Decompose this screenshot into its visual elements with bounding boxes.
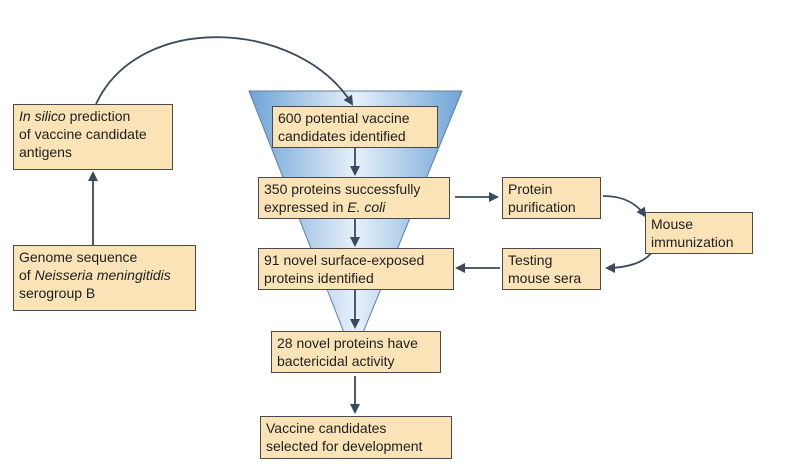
- box-in-silico-prediction: In silico prediction of vaccine candidat…: [13, 104, 173, 170]
- vaccine-line2: selected for development: [266, 438, 423, 454]
- arrow-mouse-to-testing: [605, 251, 653, 273]
- arrow-purification-to-mouse: [602, 195, 647, 218]
- b600-line1: 600 potential vaccine: [278, 110, 410, 126]
- box-350-proteins: 350 proteins successfully expressed in E…: [258, 177, 450, 219]
- box-mouse-immunization: Mouse immunization: [645, 212, 753, 254]
- box-vaccine-candidates: Vaccine candidates selected for developm…: [260, 416, 452, 459]
- box-genome-sequence: Genome sequence of Neisseria meningitidi…: [13, 245, 196, 311]
- genome-line2-pre: of: [19, 267, 35, 283]
- genome-line1: Genome sequence: [19, 249, 138, 265]
- vaccine-line1: Vaccine candidates: [266, 420, 387, 436]
- b350-line2-pre: expressed in: [264, 199, 348, 215]
- b350-line1: 350 proteins successfully: [264, 181, 421, 197]
- mouse-line1: Mouse: [651, 216, 694, 232]
- insilico-line1-rest: prediction: [65, 108, 131, 124]
- insilico-line2: of vaccine candidate: [19, 126, 147, 142]
- box-28-proteins: 28 novel proteins have bactericidal acti…: [271, 331, 441, 373]
- insilico-italic: In silico: [19, 108, 66, 124]
- purification-line1: Protein: [508, 181, 553, 197]
- b600-line2: candidates identified: [278, 128, 406, 144]
- box-91-proteins: 91 novel surface-exposed proteins identi…: [258, 248, 454, 290]
- genome-italic: Neisseria meningitidis: [34, 267, 171, 283]
- b28-line2: bactericidal activity: [277, 353, 395, 369]
- mouse-line2: immunization: [651, 234, 734, 250]
- purification-line2: purification: [508, 199, 576, 215]
- testing-line1: Testing: [508, 252, 553, 268]
- b28-line1: 28 novel proteins have: [277, 335, 418, 351]
- b91-line2: proteins identified: [264, 270, 374, 286]
- b350-italic: E. coli: [347, 199, 386, 215]
- box-testing-mouse-sera: Testing mouse sera: [502, 248, 601, 290]
- box-protein-purification: Protein purification: [502, 177, 601, 219]
- genome-line3: serogroup B: [19, 285, 96, 301]
- curved-arrow-insilico-to-600: [95, 36, 354, 106]
- b91-line1: 91 novel surface-exposed: [264, 252, 425, 268]
- box-600-candidates: 600 potential vaccine candidates identif…: [272, 106, 438, 148]
- testing-line2: mouse sera: [508, 270, 582, 286]
- insilico-line3: antigens: [19, 144, 72, 160]
